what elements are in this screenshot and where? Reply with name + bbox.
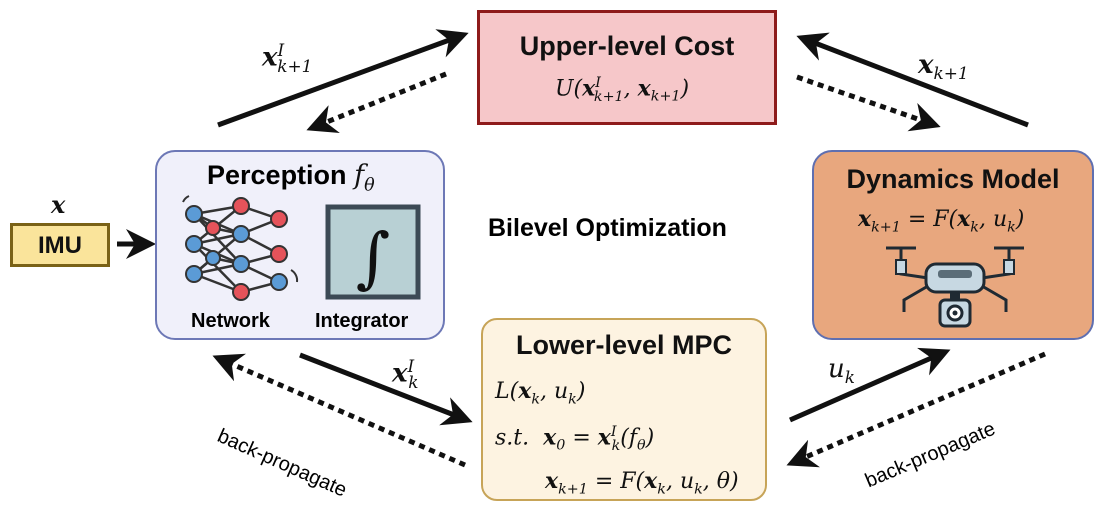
- mpc-constraint-initial: s.t. x0 = xIk(fθ): [495, 424, 655, 454]
- dynamics-model-box: Dynamics Model xk+1 = F(xk, uk): [812, 150, 1094, 340]
- arrow-perception-to-upper: [217, 29, 469, 128]
- arrow-perception-to-mpc: [299, 352, 473, 426]
- arrow-label-perception-state: xIk: [392, 356, 419, 392]
- perception-box: Perception fθ ∫ Network Integrator: [155, 150, 445, 340]
- mpc-st-label: s.t.: [495, 425, 530, 451]
- network-label: Network: [191, 310, 270, 332]
- arrow-label-state-next: xk+1: [918, 50, 969, 84]
- dynamics-model-title: Dynamics Model: [846, 164, 1060, 194]
- drone-icon: [886, 246, 1024, 328]
- mpc-constraint-dynamics: xk+1 = F(xk, uk, θ): [545, 468, 739, 498]
- integral-icon: ∫: [325, 204, 421, 300]
- arrow-dynamics-to-upper: [796, 32, 1029, 128]
- upper-level-cost-title: Upper-level Cost: [519, 31, 735, 61]
- dynamics-model-formula: xk+1 = F(xk, uk): [858, 206, 1025, 236]
- lower-level-mpc-box: Lower-level MPC L(xk, uk) s.t. x0 = xIk(…: [481, 318, 767, 501]
- imu-label: IMU: [38, 232, 82, 259]
- svg-text:∫: ∫: [356, 219, 390, 296]
- neural-network-icon: [182, 195, 299, 301]
- dotted-arrow-dynamics-to-mpc: [786, 351, 1046, 468]
- dotted-arrow-upper-to-perception: [306, 71, 447, 133]
- lower-level-mpc-title: Lower-level MPC: [515, 330, 733, 360]
- arrow-label-control: uk: [828, 354, 855, 388]
- integrator-label: Integrator: [315, 310, 409, 332]
- perception-title: Perception fθ: [207, 160, 375, 196]
- arrow-mpc-to-dynamics: [788, 347, 951, 423]
- dotted-arrow-mpc-to-perception: [212, 353, 466, 468]
- dotted-arrow-upper-to-dynamics: [796, 74, 941, 132]
- upper-level-cost-box: Upper-level Cost U(xIk+1, xk+1): [477, 10, 777, 125]
- arrow-label-perception-output: xIk+1: [262, 40, 313, 76]
- imu-box: IMU: [10, 223, 110, 267]
- bilevel-optimization-label: Bilevel Optimization: [488, 214, 727, 242]
- mpc-objective: L(xk, uk): [495, 378, 586, 408]
- upper-level-cost-formula: U(xIk+1, xk+1): [555, 75, 690, 105]
- imu-input-symbol: x: [51, 190, 66, 219]
